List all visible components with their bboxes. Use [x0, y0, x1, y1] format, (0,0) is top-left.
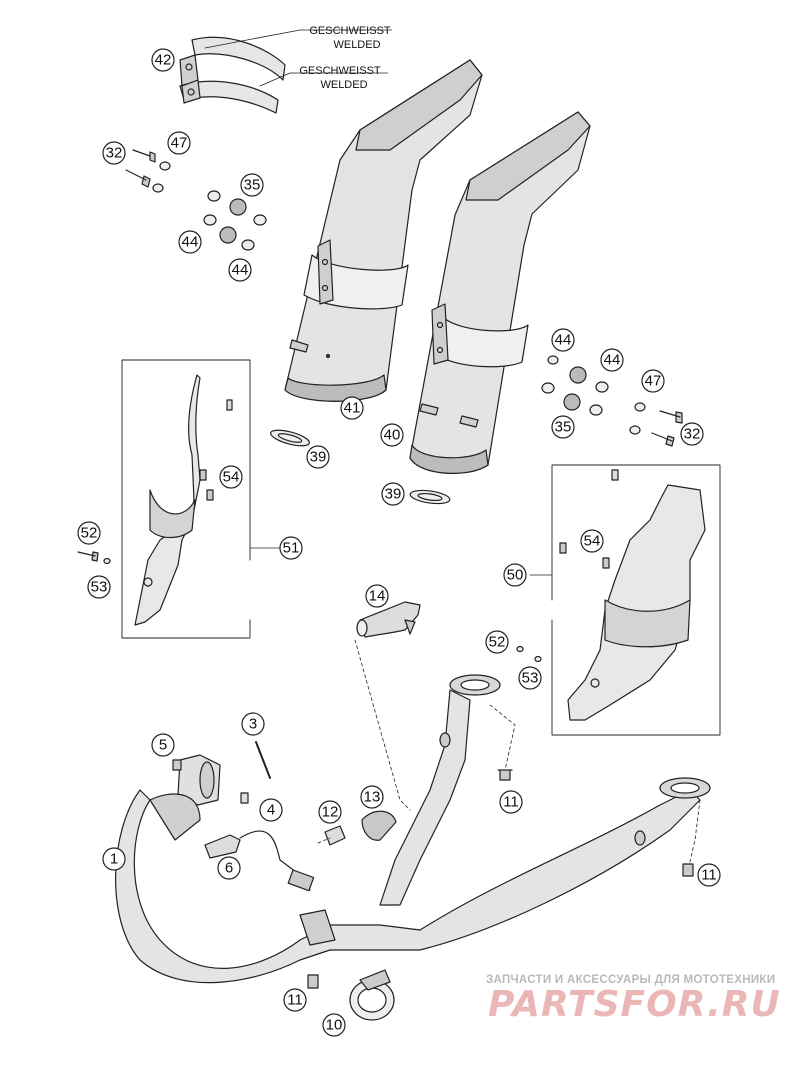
- part-39-gasket: [409, 489, 451, 505]
- callout-1: [102, 847, 126, 871]
- callout-11: [697, 863, 721, 887]
- callout-5: [151, 733, 175, 757]
- callout-52: [485, 630, 509, 654]
- callout-3: [241, 712, 265, 736]
- weld-label-2-de: GESCHWEISST: [299, 65, 381, 77]
- callout-52-number: 52: [489, 634, 506, 651]
- callout-40: [380, 423, 404, 447]
- callout-50: [503, 563, 527, 587]
- part-1-header-pipe: [115, 674, 711, 984]
- callout-32-number: 32: [106, 145, 123, 162]
- callout-44-number: 44: [604, 352, 621, 369]
- callout-11-number: 11: [287, 992, 303, 1009]
- callout-5-number: 5: [159, 737, 167, 754]
- weld-label-2-en: WELDED: [320, 79, 367, 91]
- callout-47-number: 47: [645, 373, 662, 390]
- part-3-stud: [255, 741, 271, 779]
- part-39-gasket: [270, 429, 310, 447]
- callout-35: [240, 173, 264, 197]
- callout-12: [318, 800, 342, 824]
- hardware-cluster-left: [125, 149, 267, 251]
- callout-14-number: 14: [369, 588, 386, 605]
- callout-13: [360, 785, 384, 809]
- callout-44: [178, 230, 202, 254]
- callout-54: [219, 465, 243, 489]
- callout-6-number: 6: [225, 860, 233, 877]
- part-14-sensor-holder: [356, 601, 421, 638]
- callout-35: [551, 415, 575, 439]
- callout-54-number: 54: [584, 533, 601, 550]
- callout-47: [167, 131, 191, 155]
- part-11-bolt: [682, 863, 694, 877]
- callout-39-number: 39: [310, 449, 327, 466]
- callout-51: [279, 536, 303, 560]
- part-12-sleeve: [324, 825, 346, 846]
- callout-47-number: 47: [171, 135, 188, 152]
- callout-11: [283, 988, 307, 1012]
- part-51-frame: [121, 359, 251, 639]
- callout-35-number: 35: [244, 177, 261, 194]
- callout-44: [551, 328, 575, 352]
- callout-11-number: 11: [503, 794, 519, 811]
- callout-14: [365, 584, 389, 608]
- callout-44-number: 44: [232, 262, 249, 279]
- callout-4: [259, 798, 283, 822]
- callout-39-number: 39: [385, 486, 402, 503]
- weld-label-1-en: WELDED: [333, 39, 380, 51]
- callout-11-number: 11: [701, 867, 717, 884]
- callout-39: [381, 482, 405, 506]
- callout-1-number: 1: [110, 851, 118, 868]
- callout-42: [151, 48, 175, 72]
- callout-47: [641, 369, 665, 393]
- callout-52-number: 52: [81, 525, 98, 542]
- callout-42-number: 42: [155, 52, 172, 69]
- part-11-bolt: [307, 974, 319, 989]
- weld-label-1-de: GESCHWEISST: [309, 25, 391, 37]
- part-13-nut: [361, 810, 397, 841]
- callout-44-number: 44: [555, 332, 572, 349]
- callout-41: [340, 396, 364, 420]
- callout-51-number: 51: [283, 540, 300, 557]
- callout-41-number: 41: [344, 400, 361, 417]
- callouts: [77, 48, 721, 1037]
- watermark-logo: PARTSFOR.RU: [488, 984, 781, 1025]
- part-51-heat-shield: [77, 374, 233, 626]
- callout-10-number: 10: [326, 1017, 343, 1034]
- part-50-frame: [551, 464, 721, 736]
- callout-53: [87, 575, 111, 599]
- callout-54-number: 54: [223, 469, 240, 486]
- callout-6: [217, 856, 241, 880]
- callout-53-number: 53: [522, 670, 539, 687]
- callout-4-number: 4: [267, 802, 275, 819]
- part-40-muffler: [409, 111, 591, 474]
- part-4-nut: [240, 792, 249, 804]
- part-50-heat-shield: [516, 469, 706, 721]
- callout-32-number: 32: [684, 426, 701, 443]
- callout-13-number: 13: [364, 789, 381, 806]
- hardware-cluster-right: [541, 355, 683, 447]
- callout-40-number: 40: [384, 427, 401, 444]
- callout-12-number: 12: [322, 804, 339, 821]
- callout-52: [77, 521, 101, 545]
- callout-10: [322, 1013, 346, 1037]
- part-11-bolt: [497, 769, 513, 781]
- callout-53-number: 53: [91, 579, 108, 596]
- callout-39: [306, 445, 330, 469]
- callout-32: [102, 141, 126, 165]
- callout-50-number: 50: [507, 567, 524, 584]
- callout-53: [518, 666, 542, 690]
- watermark-tagline: ЗАПЧАСТИ И АКСЕССУАРЫ ДЛЯ МОТОТЕХНИКИ: [486, 974, 776, 986]
- callout-35-number: 35: [555, 419, 572, 436]
- callout-32: [680, 422, 704, 446]
- callout-3-number: 3: [249, 716, 257, 733]
- part-42-bracket: [179, 29, 301, 114]
- callout-44-number: 44: [182, 234, 199, 251]
- part-10-clamp: [349, 969, 395, 1021]
- callout-11: [499, 790, 523, 814]
- callout-44: [600, 348, 624, 372]
- part-6-oxygen-sensor: [204, 830, 315, 892]
- callout-44: [228, 258, 252, 282]
- callout-54: [580, 529, 604, 553]
